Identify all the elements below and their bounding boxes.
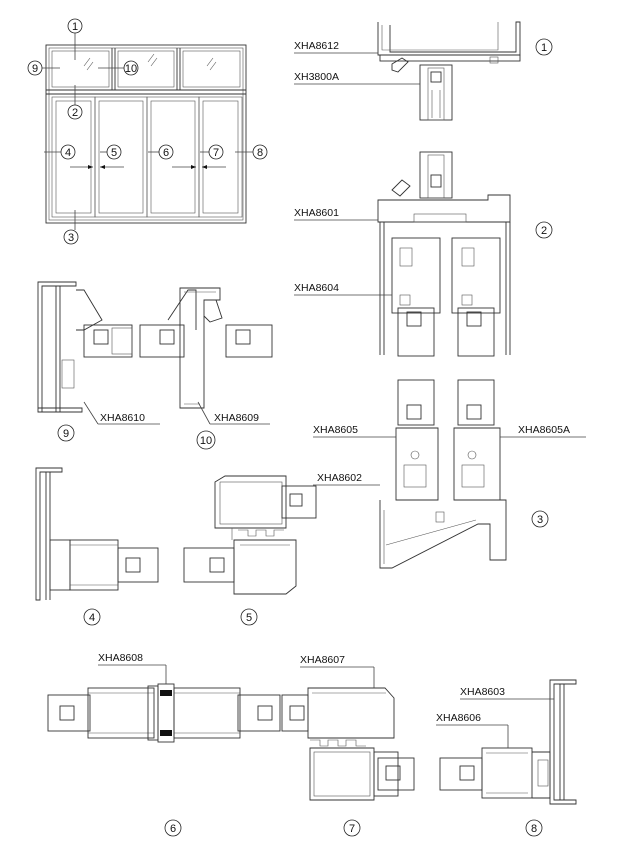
section-number-7: 7 bbox=[343, 819, 361, 837]
svg-text:4: 4 bbox=[89, 612, 95, 624]
label-xha8604: XHA8604 bbox=[294, 282, 339, 294]
section-7-profile bbox=[281, 687, 415, 801]
callout-5: 5 bbox=[106, 144, 122, 160]
label-xha8603: XHA8603 bbox=[460, 686, 505, 698]
svg-text:2: 2 bbox=[541, 225, 547, 237]
svg-text:2: 2 bbox=[72, 107, 78, 119]
callout-8: 8 bbox=[252, 144, 268, 160]
section-number-10: 10 bbox=[196, 430, 216, 450]
callout-10: 10 bbox=[123, 60, 139, 76]
svg-text:7: 7 bbox=[349, 823, 355, 835]
svg-text:6: 6 bbox=[170, 823, 176, 835]
section-6-profile bbox=[47, 683, 281, 743]
svg-text:9: 9 bbox=[63, 428, 69, 440]
label-xha8605: XHA8605 bbox=[313, 424, 358, 436]
section-number-5: 5 bbox=[240, 608, 258, 626]
svg-text:3: 3 bbox=[537, 514, 543, 526]
svg-text:10: 10 bbox=[200, 435, 212, 447]
section-3-profile bbox=[379, 379, 507, 569]
callout-3: 3 bbox=[63, 229, 79, 245]
section-number-2: 2 bbox=[535, 221, 553, 239]
label-xha8601: XHA8601 bbox=[294, 207, 339, 219]
label-xha8607: XHA8607 bbox=[300, 654, 345, 666]
section-1-profile bbox=[377, 21, 521, 121]
section-5-profile bbox=[183, 475, 317, 595]
callout-6: 6 bbox=[158, 144, 174, 160]
svg-text:3: 3 bbox=[68, 232, 74, 244]
label-xha8610: XHA8610 bbox=[100, 412, 145, 424]
section-number-6: 6 bbox=[164, 819, 182, 837]
callout-9: 9 bbox=[27, 60, 43, 76]
svg-text:1: 1 bbox=[72, 21, 78, 33]
label-xha8612: XHA8612 bbox=[294, 40, 339, 52]
svg-text:1: 1 bbox=[541, 42, 547, 54]
section-number-1: 1 bbox=[535, 38, 553, 56]
label-xha8605a: XHA8605A bbox=[518, 424, 570, 436]
section-number-8: 8 bbox=[525, 819, 543, 837]
svg-text:5: 5 bbox=[246, 612, 252, 624]
label-xha8609: XHA8609 bbox=[214, 412, 259, 424]
section-9-profile bbox=[37, 281, 133, 413]
callout-1: 1 bbox=[67, 18, 83, 34]
svg-text:8: 8 bbox=[531, 823, 537, 835]
svg-text:10: 10 bbox=[125, 63, 137, 75]
section-number-9: 9 bbox=[57, 424, 75, 442]
section-number-3: 3 bbox=[531, 510, 549, 528]
callout-2: 2 bbox=[67, 104, 83, 120]
svg-text:4: 4 bbox=[65, 147, 71, 159]
label-xha8608: XHA8608 bbox=[98, 652, 143, 664]
svg-text:9: 9 bbox=[32, 63, 38, 75]
svg-text:8: 8 bbox=[257, 147, 263, 159]
label-xha8606: XHA8606 bbox=[436, 712, 481, 724]
svg-text:7: 7 bbox=[213, 147, 219, 159]
section-10-profile bbox=[139, 287, 273, 409]
callout-4: 4 bbox=[60, 144, 76, 160]
window-elevation bbox=[40, 33, 254, 230]
svg-text:6: 6 bbox=[163, 147, 169, 159]
svg-text:5: 5 bbox=[111, 147, 117, 159]
label-xh3800a: XH3800A bbox=[294, 71, 339, 83]
section-2-profile bbox=[377, 151, 511, 357]
callout-7: 7 bbox=[208, 144, 224, 160]
section-number-4: 4 bbox=[83, 608, 101, 626]
section-8-profile bbox=[439, 679, 577, 805]
section-4-profile bbox=[35, 467, 159, 601]
label-xha8602: XHA8602 bbox=[317, 472, 362, 484]
